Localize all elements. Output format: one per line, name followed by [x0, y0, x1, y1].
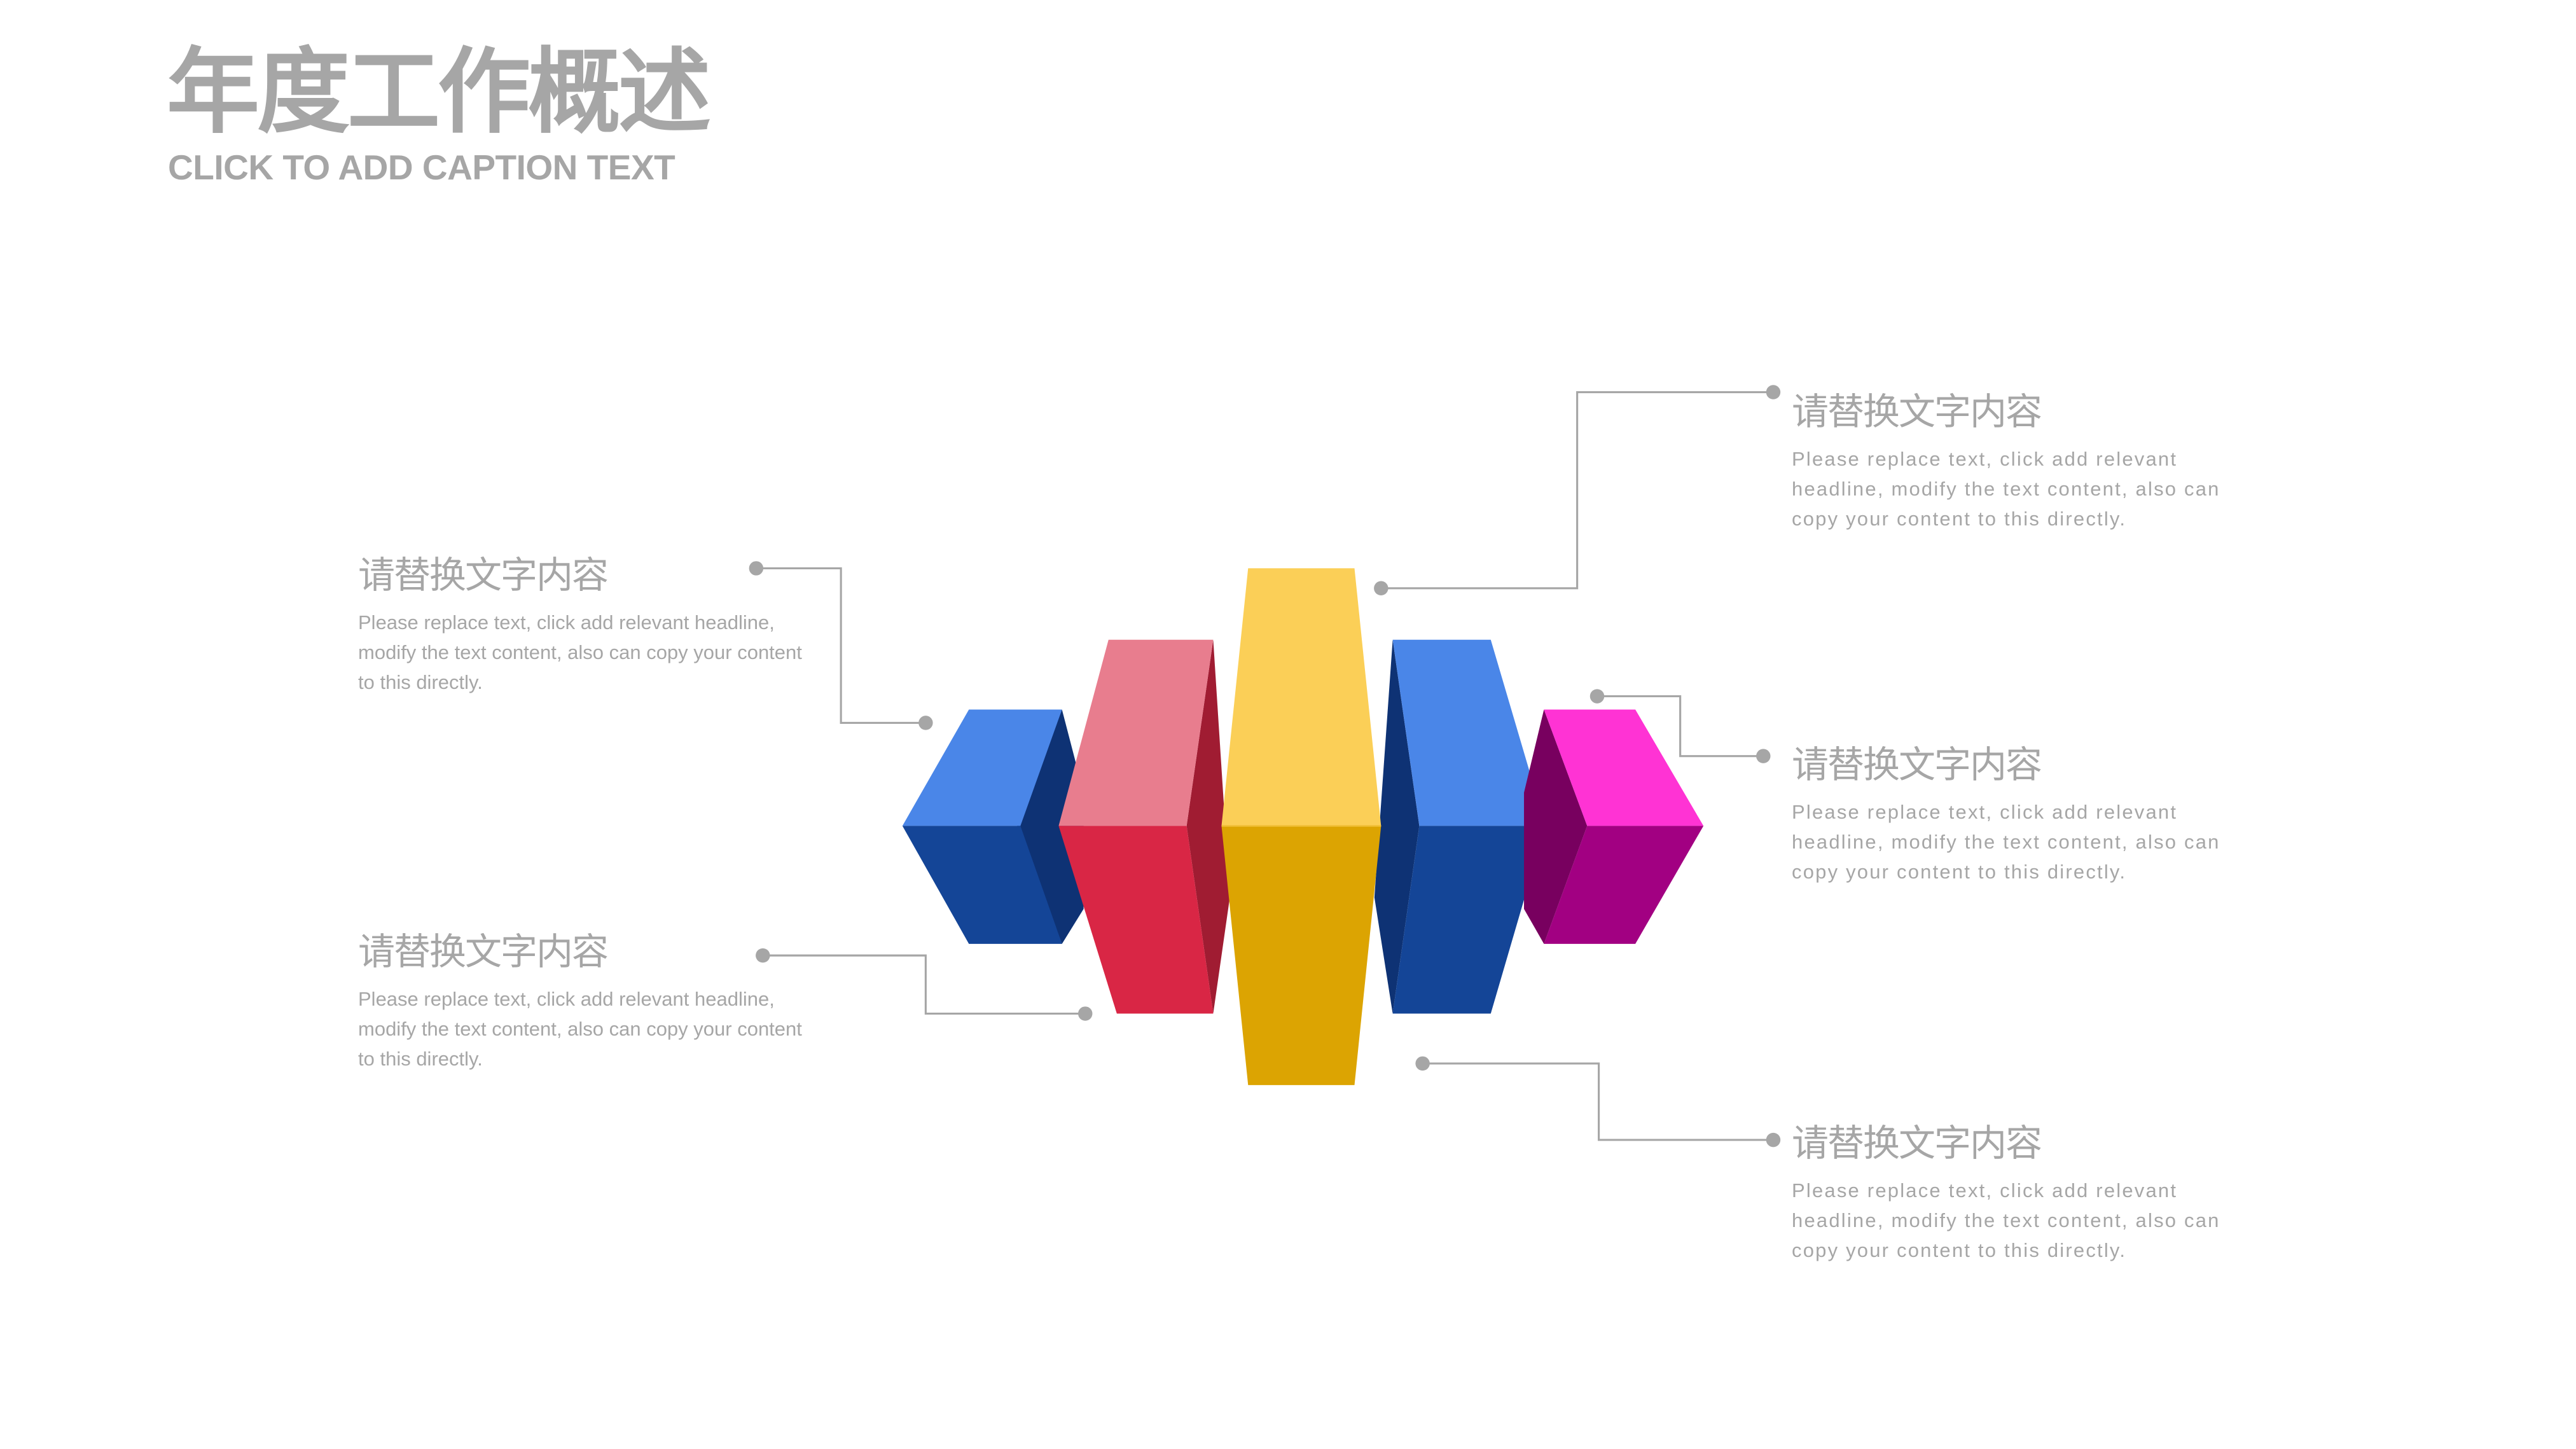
- connector-dots: [749, 385, 1781, 1147]
- dot-icon: [749, 561, 764, 576]
- dot-icon: [1589, 689, 1605, 704]
- connector-left-bottom: [763, 954, 1086, 1015]
- bar-blue-left: [902, 709, 1084, 944]
- block-heading[interactable]: 请替换文字内容: [1792, 1121, 2042, 1165]
- connector-right-middle: [1597, 695, 1764, 758]
- dot-icon: [1766, 385, 1781, 399]
- bar-yellow-center: [1221, 568, 1381, 1085]
- block-heading[interactable]: 请替换文字内容: [1792, 743, 2042, 786]
- dot-icon: [1415, 1056, 1430, 1071]
- block-heading[interactable]: 请替换文字内容: [358, 553, 609, 597]
- connector-right-top: [1381, 391, 1773, 590]
- block-body[interactable]: Please replace text, click add relevant …: [358, 988, 802, 1070]
- block-body[interactable]: Please replace text, click add relevant …: [1792, 1179, 2220, 1261]
- bar-red: [1058, 639, 1230, 1014]
- page-title[interactable]: 年度工作概述: [167, 38, 711, 146]
- text-block-right-bottom: 请替换文字内容 Please replace text, click add r…: [1792, 1125, 2237, 1265]
- connector-left-top: [756, 567, 926, 724]
- block-body[interactable]: Please replace text, click add relevant …: [1792, 801, 2220, 883]
- block-heading[interactable]: 请替换文字内容: [1792, 390, 2042, 433]
- text-block-right-top: 请替换文字内容 Please replace text, click add r…: [1792, 393, 2237, 534]
- page-subtitle[interactable]: CLICK TO ADD CAPTION TEXT: [168, 148, 675, 187]
- dot-icon: [756, 948, 770, 963]
- dot-icon: [918, 716, 933, 730]
- dot-icon: [1756, 749, 1771, 763]
- text-block-left-top: 请替换文字内容 Please replace text, click add r…: [358, 557, 803, 697]
- text-block-left-bottom: 请替换文字内容 Please replace text, click add r…: [358, 933, 803, 1074]
- dot-icon: [1374, 581, 1388, 596]
- block-body[interactable]: Please replace text, click add relevant …: [358, 611, 802, 693]
- text-block-right-middle: 请替换文字内容 Please replace text, click add r…: [1792, 746, 2237, 887]
- bar-magenta: [1524, 709, 1704, 944]
- dot-icon: [1077, 1006, 1093, 1021]
- block-body[interactable]: Please replace text, click add relevant …: [1792, 448, 2220, 530]
- connector-right-bottom: [1422, 1062, 1773, 1141]
- dot-icon: [1766, 1132, 1781, 1147]
- bar-blue-right: [1374, 639, 1546, 1014]
- connector-lines: [756, 391, 1773, 1141]
- block-heading[interactable]: 请替换文字内容: [358, 930, 609, 973]
